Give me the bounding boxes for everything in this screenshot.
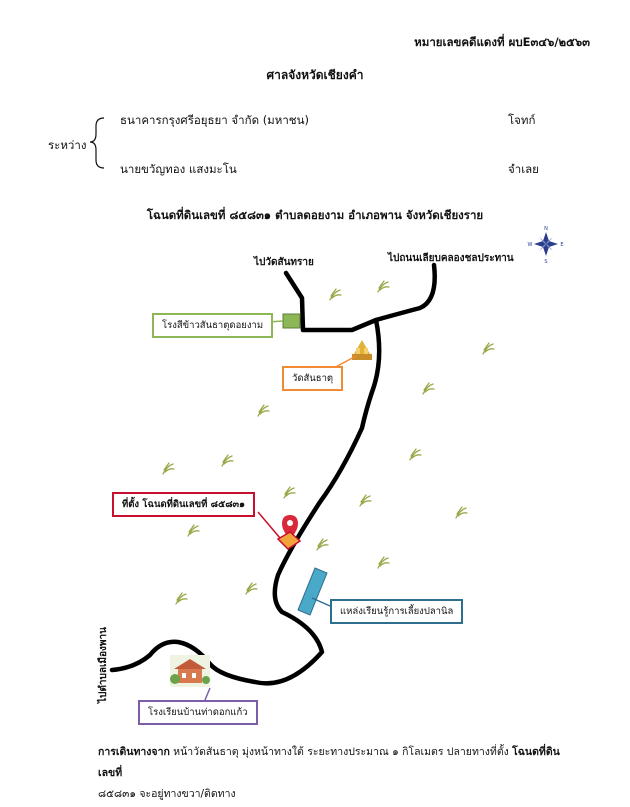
map-title: โฉนดที่ดินเลขที่ ๘๕๘๓๑ ตำบลดอยงาม อำเภอพ… xyxy=(146,208,484,222)
label-to-canal-road: ไปถนนเลียบคลองชลประทาน xyxy=(388,253,514,264)
compass-icon: N S E W xyxy=(528,226,564,265)
defendant-name: นายขวัญทอง แสงมะโน xyxy=(120,162,237,176)
directions-text: การเดินทางจาก หน้าวัดสันธาตุ มุ่งหน้าทาง… xyxy=(98,742,568,805)
temple-label: วัดสันธาตุ xyxy=(282,366,344,391)
grass-tufts xyxy=(162,280,495,605)
rice-mill-marker xyxy=(282,313,301,329)
case-number: หมายเลขคดีแดงที่ ผบE๓๔๖/๒๕๖๓ xyxy=(414,35,590,49)
plaintiff-role: โจทก์ xyxy=(508,113,536,127)
temple-icon xyxy=(352,340,372,360)
land-pin-icon xyxy=(276,515,302,550)
compass-e: E xyxy=(560,242,563,248)
compass-s: S xyxy=(544,259,547,265)
between-label: ระหว่าง xyxy=(48,138,87,152)
fish-center-label: แหล่งเรียนรู้การเลี้ยงปลานิล xyxy=(330,599,464,624)
land-site-label: ที่ตั้ง โฉนดที่ดินเลขที่ ๘๕๘๓๑ xyxy=(112,492,256,517)
school-icon xyxy=(170,655,210,687)
road-main xyxy=(109,262,437,686)
rice-mill-label: โรงสีข้าวสันธาตุดอยงาม xyxy=(152,313,274,338)
compass-n: N xyxy=(544,226,548,232)
road-north-branch xyxy=(283,270,379,333)
plaintiff-name: ธนาคารกรุงศรีอยุธยา จำกัด (มหาชน) xyxy=(120,113,309,127)
directions-body: หน้าวัดสันธาตุ มุ่งหน้าทางใต้ ระยะทางประ… xyxy=(169,746,513,758)
label-to-wat-san-sai: ไปวัดสันทราย xyxy=(254,257,314,268)
label-to-mueang-phan: ไปตำบลเมืองพาน xyxy=(98,627,109,703)
directions-label: การเดินทางจาก xyxy=(98,746,170,758)
roads xyxy=(109,262,437,686)
directions-end: ๘๕๘๓๑ จะอยู่ทางขวา/ติดทาง xyxy=(98,788,236,800)
compass-w: W xyxy=(528,242,533,248)
school-label: โรงเรียนบ้านท่าดอกแก้ว xyxy=(138,700,258,725)
court-name: ศาลจังหวัดเชียงคำ xyxy=(266,68,364,82)
fish-center-marker xyxy=(297,567,328,616)
directions-deed: โฉนดที่ดินเลขที่ xyxy=(98,746,560,779)
defendant-role: จำเลย xyxy=(508,162,539,176)
